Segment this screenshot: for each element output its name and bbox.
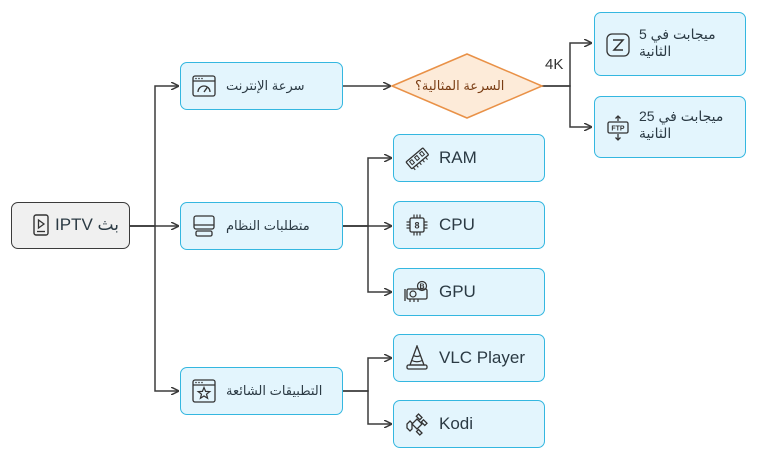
root-label: IPTV بث [55,215,119,234]
branch-internet-speed: سرعة الإنترنت [180,62,343,110]
edge-root-apps [130,225,178,391]
branch-system-label: متطلبات النظام [226,218,310,233]
gpu-icon: B [404,279,430,305]
play-document-icon [28,212,54,238]
app-kodi-label: Kodi [439,414,474,433]
edge-system-ram [343,158,391,227]
edge-apps-vlc [343,358,391,392]
kodi-icon [404,411,430,437]
zenit-z-icon [605,32,631,58]
app-vlc: VLC Player [393,334,545,382]
svg-text:B: B [419,284,424,291]
decision-label: السرعة المثالية؟ [415,78,505,93]
branch-system-requirements: متطلبات النظام [180,202,343,250]
app-vlc-label: VLC Player [439,348,525,367]
root-node: IPTV بث [11,202,130,249]
app-window-star-icon [191,378,217,404]
decision-diamond [390,53,544,119]
hardware-cpu-label: CPU [439,215,475,234]
speed-option-25-label: ميجابت في 25 الثانية [639,108,724,141]
ram-icon [404,145,430,171]
speed-gauge-icon [191,73,217,99]
edge-system-gpu [343,225,391,292]
hardware-ram-label: RAM [439,148,477,167]
app-kodi: Kodi [393,400,545,448]
cpu-icon: 8 [404,212,430,238]
hardware-gpu: B GPU [393,268,545,316]
hardware-cpu: 8 CPU [393,201,545,249]
edge-apps-kodi [343,390,391,424]
ftp-transfer-icon: FTP [605,115,631,141]
branch-apps-label: التطبيقات الشائعة [226,383,323,398]
speed-option-25mbps: FTP ميجابت في 25 الثانية [594,96,746,158]
hardware-icon [191,213,217,239]
speed-option-5mbps: ميجابت في 5 الثانية [594,12,746,76]
svg-text:8: 8 [414,221,419,231]
speed-option-5-label: ميجابت في 5 الثانية [639,26,716,59]
hardware-gpu-label: GPU [439,282,476,301]
svg-text:FTP: FTP [611,126,625,133]
edge-root-internet [130,86,178,227]
edge-label-4k: 4K [545,56,564,73]
branch-popular-apps: التطبيقات الشائعة [180,367,343,415]
hardware-ram: RAM [393,134,545,182]
branch-internet-label: سرعة الإنترنت [226,78,305,93]
vlc-cone-icon [404,345,430,371]
edge-decision-25 [542,85,591,127]
